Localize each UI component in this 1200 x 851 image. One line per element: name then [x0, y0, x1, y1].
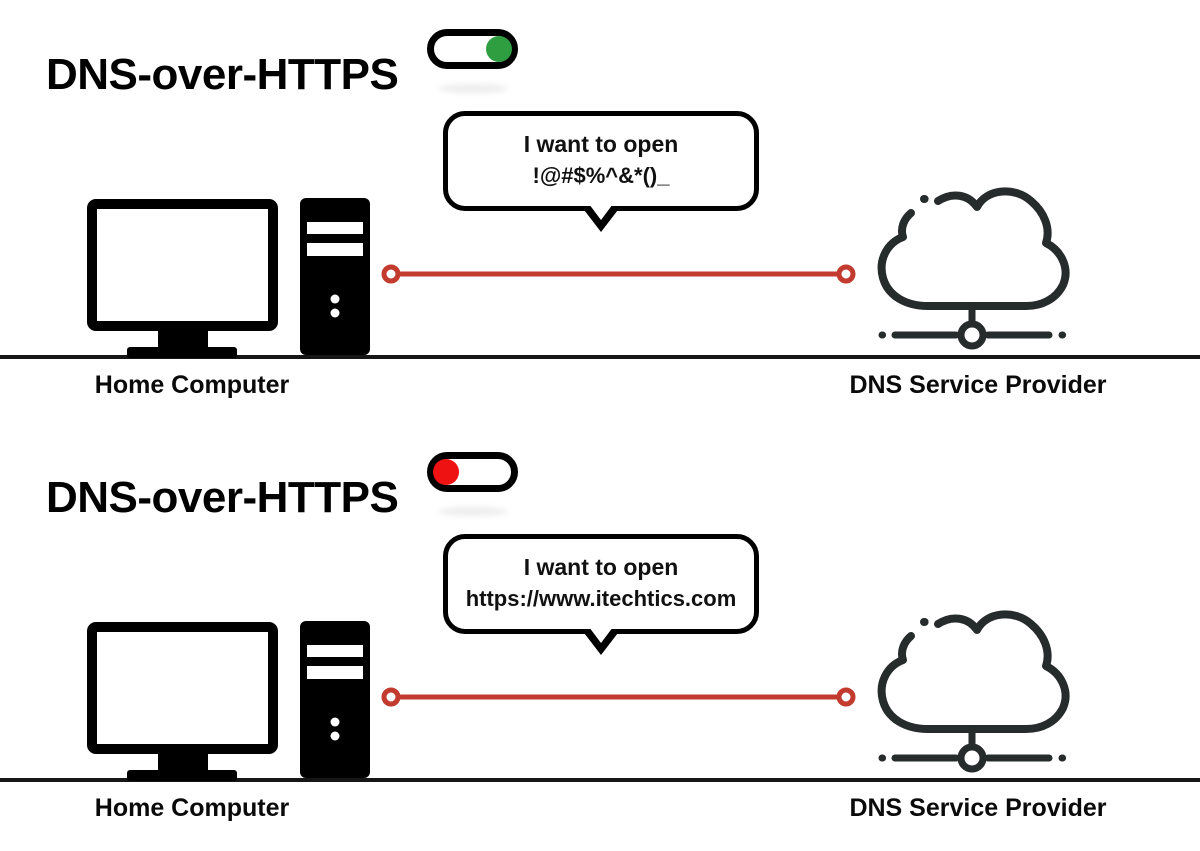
bubble-line2: https://www.itechtics.com	[465, 586, 737, 611]
request-bubble: I want to open https://www.itechtics.com	[443, 534, 759, 634]
dns-provider-label: DNS Service Provider	[849, 371, 1107, 399]
connection-line	[381, 264, 856, 284]
bubble-line2: !@#$%^&*()_	[532, 163, 670, 188]
ground-line	[0, 778, 1200, 782]
toggle-knob	[433, 459, 459, 485]
network-node-icon	[878, 302, 1067, 350]
bubble-line1: I want to open	[523, 554, 679, 580]
connection-line	[381, 687, 856, 707]
request-bubble: I want to open !@#$%^&*()_	[443, 111, 759, 211]
cloud-icon	[877, 187, 1070, 310]
monitor-icon	[87, 622, 278, 781]
cloud-icon	[877, 610, 1070, 733]
computer-tower-icon	[300, 198, 370, 355]
panel-doh-enabled: DNS-over-HTTPS I want to open !@#$%^&*()…	[0, 0, 1200, 428]
monitor-icon	[87, 199, 278, 358]
bubble-line1: I want to open	[523, 131, 679, 157]
toggle-shadow	[438, 507, 508, 516]
panel-title: DNS-over-HTTPS	[46, 50, 399, 100]
doh-toggle[interactable]	[427, 29, 518, 69]
dns-provider-label: DNS Service Provider	[849, 794, 1107, 822]
panel-title: DNS-over-HTTPS	[46, 473, 399, 523]
scene-graphic	[0, 187, 1200, 359]
computer-tower-icon	[300, 621, 370, 778]
home-computer-label: Home Computer	[94, 794, 290, 822]
panel-doh-disabled: DNS-over-HTTPS I want to open https://ww…	[0, 423, 1200, 851]
home-computer-label: Home Computer	[94, 371, 290, 399]
ground-line	[0, 355, 1200, 359]
toggle-knob	[486, 36, 512, 62]
toggle-shadow	[438, 84, 508, 93]
scene-graphic	[0, 610, 1200, 782]
network-node-icon	[878, 725, 1067, 773]
doh-toggle[interactable]	[427, 452, 518, 492]
